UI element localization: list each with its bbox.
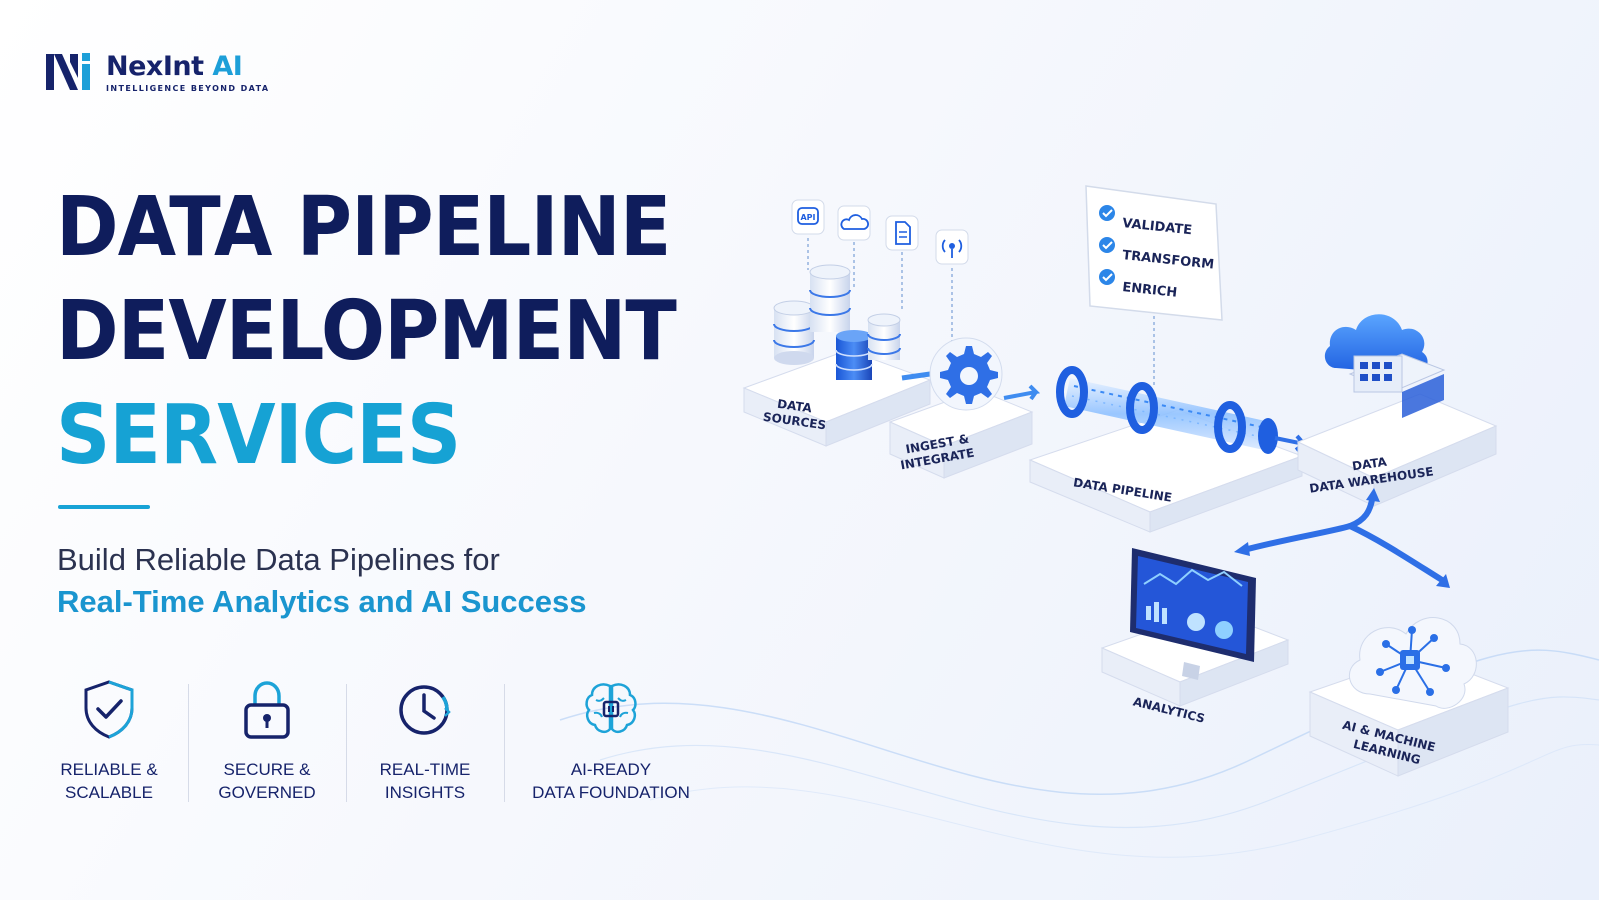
brand-logo[interactable]: NexInt AI INTELLIGENCE BEYOND DATA xyxy=(44,46,269,98)
flow-arrow xyxy=(901,371,931,381)
padlock-icon xyxy=(244,681,290,739)
svg-text:VALIDATE: VALIDATE xyxy=(1122,216,1193,238)
dashboard-monitor-icon xyxy=(1130,548,1256,680)
feature-list: RELIABLE & SCALABLE SECURE & GOVERNED RE… xyxy=(30,678,718,804)
svg-text:ENRICH: ENRICH xyxy=(1122,280,1178,301)
cloud-source-icon xyxy=(837,205,871,241)
data-sources-platform: DATA SOURCES xyxy=(742,264,932,447)
brain-chip-icon xyxy=(585,683,637,734)
database-stack-icon xyxy=(773,264,901,380)
file-source-icon xyxy=(885,215,919,251)
data-warehouse-platform: DATA DATA WAREHOUSE xyxy=(1296,314,1498,507)
ingest-integrate-platform: INGEST & INTEGRATE xyxy=(888,337,1034,479)
feature-ai-ready: AI-READY DATA FOUNDATION xyxy=(504,678,718,804)
feature-reliable: RELIABLE & SCALABLE xyxy=(30,678,188,804)
processing-steps-card: VALIDATE TRANSFORM ENRICH xyxy=(1085,185,1223,321)
headline-line-1: DATA PIPELINE xyxy=(56,180,671,275)
arrow-head xyxy=(1366,488,1380,502)
headline-line-3: SERVICES xyxy=(56,388,461,483)
clock-icon xyxy=(399,685,451,735)
api-source-icon: API xyxy=(791,199,825,235)
ai-ml-platform: AI & MACHINE LEARNING xyxy=(1308,617,1510,777)
subtitle-line-2: Real-Time Analytics and AI Success xyxy=(57,584,587,619)
analytics-platform: ANALYTICS xyxy=(1100,548,1290,726)
ai-network-cloud-icon xyxy=(1349,617,1477,709)
data-pipeline-platform: DATA PIPELINE xyxy=(1028,366,1304,533)
svg-text:DATA: DATA xyxy=(776,397,813,416)
feature-realtime: REAL-TIME INSIGHTS xyxy=(346,678,504,804)
arrow-head xyxy=(1234,542,1250,556)
headline-line-2: DEVELOPMENT xyxy=(56,284,677,379)
arrow-head xyxy=(1436,574,1450,588)
headline-divider xyxy=(58,505,150,509)
data-pipeline-illustration: API DAT xyxy=(742,185,1510,777)
stream-source-icon xyxy=(935,229,969,265)
svg-text:DATA: DATA xyxy=(1351,455,1388,474)
page-headline: DATA PIPELINE DEVELOPMENT SERVICES xyxy=(56,176,730,488)
gear-icon xyxy=(929,337,1003,411)
svg-text:API: API xyxy=(800,213,815,222)
subtitle-line-1: Build Reliable Data Pipelines for xyxy=(57,542,500,577)
brand-name: NexInt AI xyxy=(106,50,243,82)
brand-tagline: INTELLIGENCE BEYOND DATA xyxy=(106,83,270,93)
step-enrich: ENRICH xyxy=(1099,269,1178,301)
branch-flow-arrows xyxy=(1241,497,1445,583)
feature-secure: SECURE & GOVERNED xyxy=(188,678,346,804)
cloud-warehouse-icon xyxy=(1324,314,1446,418)
flow-arrow xyxy=(1003,384,1041,401)
source-connector-lines xyxy=(807,238,1155,386)
nexint-logo-icon xyxy=(46,53,90,90)
pipeline-tube-icon xyxy=(1056,366,1278,454)
shield-check-icon xyxy=(84,680,134,739)
step-validate: VALIDATE xyxy=(1099,205,1193,238)
